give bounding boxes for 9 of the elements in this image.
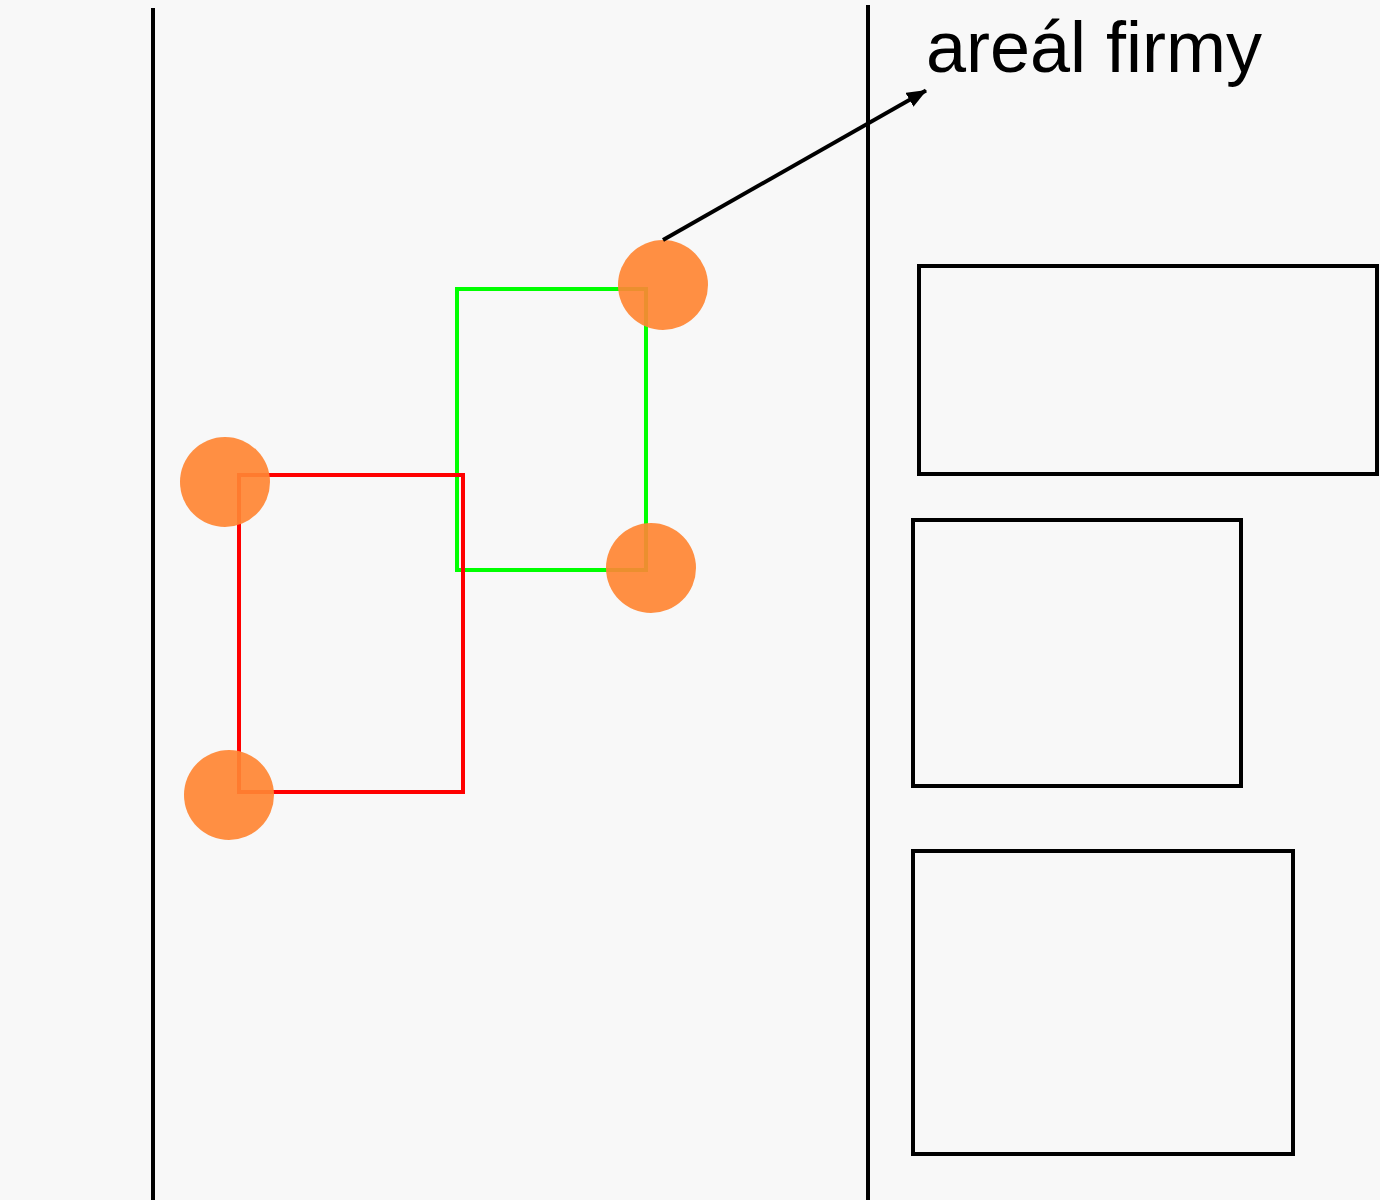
building-outline <box>911 518 1243 788</box>
building-outline <box>917 264 1379 476</box>
dot-icon <box>618 240 708 330</box>
leader-arrow <box>662 88 927 242</box>
dot-icon <box>180 437 270 527</box>
dot-icon <box>606 523 696 613</box>
building-outline <box>911 849 1295 1156</box>
area-label: areál firmy <box>926 4 1263 91</box>
dot-icon <box>184 750 274 840</box>
